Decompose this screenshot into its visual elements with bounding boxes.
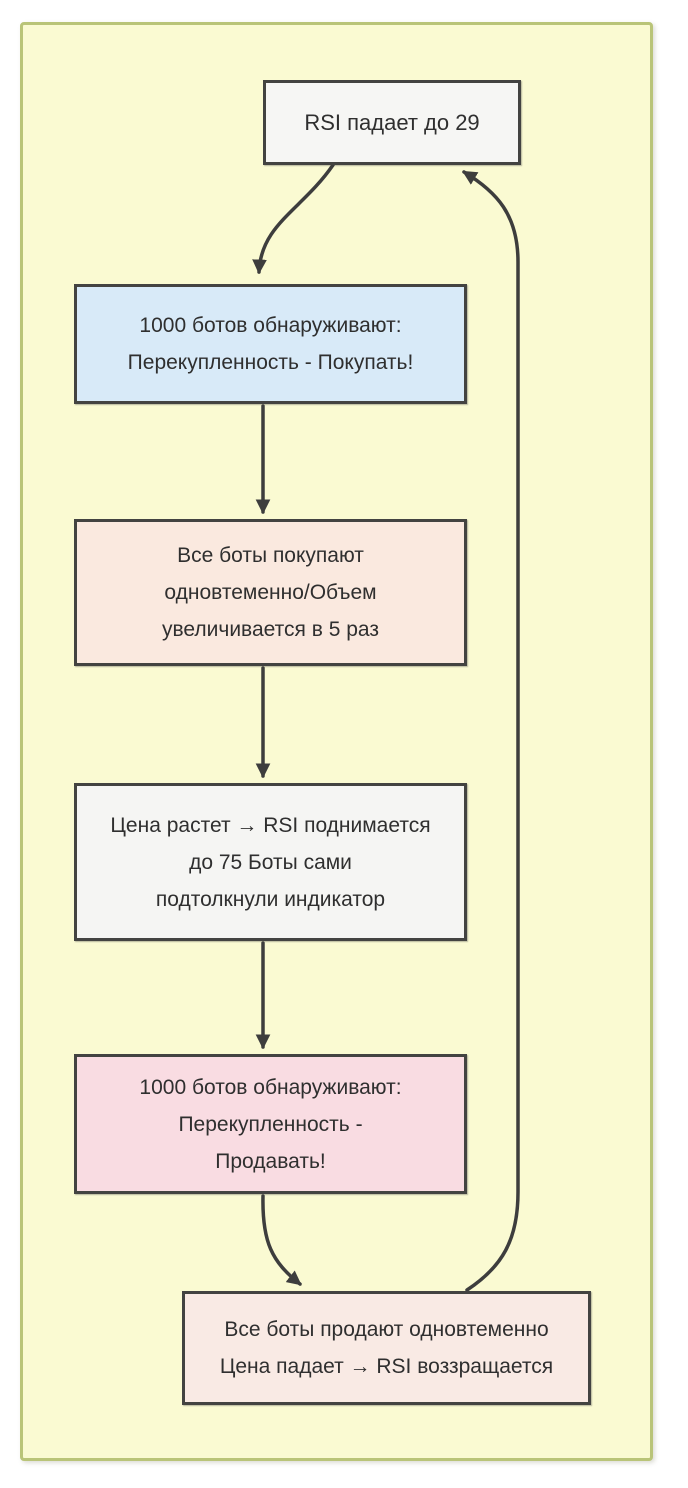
node-text-line: Перекупленность - [178,1112,363,1136]
node-text-line: RSI падает до 29 [304,110,480,135]
node-all-bots-sell-rsi-returns: Все боты продают одновтеменно Цена падае… [182,1291,591,1405]
node-text-line: Цена растет → RSI поднимается [110,813,431,837]
node-text-line: Перекупленность - Покупать! [127,351,414,374]
node-text-line: подтолкнули индикатор [155,887,386,911]
node-text-line: 1000 ботов обнаруживают: [139,314,402,337]
node-text-line: 1000 ботов обнаруживают: [139,1075,402,1099]
node-price-rises-rsi-75: Цена растет → RSI поднимается до 75 Боты… [74,783,467,941]
node-text-line: Продавать! [215,1149,326,1173]
node-text-line: Все боты продают одновтеменно [224,1318,549,1341]
node-text-line: Цена падает → RSI воззращается [219,1355,554,1378]
node-bots-detect-sell: 1000 ботов обнаруживают: Перекупленность… [74,1054,467,1194]
flowchart-panel [20,22,653,1461]
node-bots-detect-buy: 1000 ботов обнаруживают: Перекупленность… [74,284,467,404]
node-all-bots-buy-volume-x5: Все боты покупают одновтеменно/Объем уве… [74,519,467,666]
node-text-line: одновтеменно/Объем [164,581,377,604]
node-text-line: увеличивается в 5 раз [162,618,379,641]
node-text-line: Все боты покупают [177,544,364,567]
node-rsi-falls-to-29: RSI падает до 29 [263,80,521,165]
node-text-line: до 75 Боты сами [189,850,352,874]
